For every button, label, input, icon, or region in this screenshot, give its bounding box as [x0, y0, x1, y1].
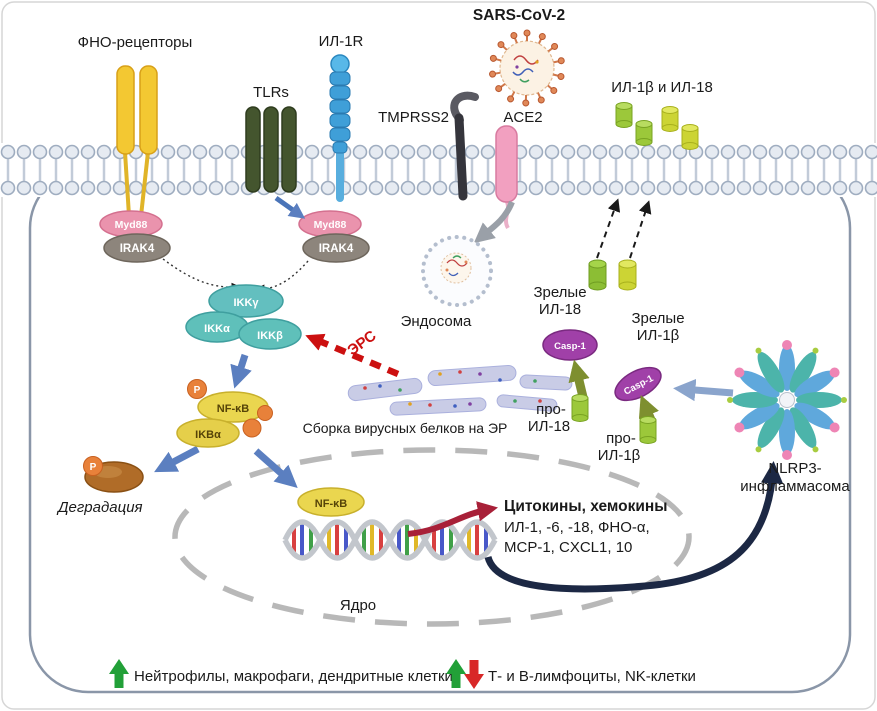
- irak4-signal-dotted-lines: [162, 258, 309, 294]
- secretion-arrows: [596, 198, 652, 259]
- irak4-label: IRAK4: [319, 243, 354, 255]
- feedback-arrow: [484, 461, 784, 593]
- tlr-receptors: [245, 106, 297, 193]
- tnf-receptor: [116, 65, 158, 217]
- caspase1-enzymes: Casp-1 Casp-1: [542, 329, 662, 402]
- tmprss2-label: TMPRSS2: [378, 109, 449, 126]
- mature-il1b-label-2: ИЛ-1β: [637, 327, 680, 344]
- tmprss2-protease: [450, 91, 479, 201]
- mature-cytokine-cylinders: [588, 259, 637, 291]
- il1r-label: ИЛ-1R: [319, 33, 364, 50]
- endoplasmic-reticulum: [347, 364, 573, 416]
- irak4-label: IRAK4: [120, 243, 155, 255]
- nlrp3-label-2: инфламмасома: [740, 478, 850, 495]
- er-viral-protein-dots: [363, 370, 542, 408]
- endosome: [421, 235, 493, 307]
- nfkb-ikba-complex: P NF-κB IKBα: [176, 379, 273, 448]
- legend: Нейтрофилы, макрофаги, дендритные клетки…: [109, 659, 696, 689]
- nucleus: [172, 447, 692, 627]
- legend-item2: Т- и В-лимфоциты, NK-клетки: [488, 668, 696, 685]
- endosome-label: Эндосома: [401, 313, 472, 330]
- ace2-receptor: [495, 125, 518, 230]
- er-stress-arrow: [305, 333, 400, 377]
- phospho-label: P: [194, 385, 201, 396]
- nlrp3-label-1: NLRP3-: [768, 460, 821, 477]
- mature-il18-label-1: Зрелые: [533, 284, 586, 301]
- pro-il18-label-2: ИЛ-18: [528, 418, 570, 435]
- myd88-label: Myd88: [115, 219, 148, 231]
- ikk-alpha-label: IKKα: [204, 323, 230, 335]
- ikk-complex: IKKγ IKKα IKKβ: [185, 284, 302, 350]
- pro-il18-label-1: про-: [536, 401, 566, 418]
- er-stress-label: ЭРС: [344, 327, 379, 359]
- nlrp3-casp1-arrow: [673, 378, 734, 402]
- dna-helix: [282, 519, 498, 561]
- il1r-receptor: [329, 54, 351, 202]
- pro-cytokine-cylinders: [571, 394, 657, 444]
- nucleus-label: Ядро: [340, 597, 376, 614]
- tlr-label: TLRs: [253, 84, 289, 101]
- transcription-arrow: [407, 501, 499, 537]
- degradation-label: Деградация: [56, 499, 143, 516]
- virus-entry-arrow: [473, 200, 515, 244]
- nfkb-label: NF-κB: [315, 498, 347, 510]
- myd88-irak4-complex-right: Myd88 IRAK4: [298, 210, 370, 263]
- tnf-receptor-label: ФНО-рецепторы: [78, 34, 193, 51]
- pro-il1b-label-1: про-: [606, 430, 636, 447]
- sars-cov2-virion: [488, 29, 566, 108]
- cytokines-output-line2: MCP-1, CXCL1, 10: [504, 539, 632, 556]
- ikk-beta-label: IKKβ: [257, 330, 283, 342]
- nfkb-on-dna: NF-κB: [297, 487, 365, 517]
- nlrp3-inflammasome: [727, 340, 847, 460]
- secreted-cytokines-label: ИЛ-1β и ИЛ-18: [611, 79, 713, 96]
- cytokines-output-title: Цитокины, хемокины: [504, 498, 667, 515]
- myd88-irak4-complex-left: Myd88 IRAK4: [99, 210, 171, 263]
- myd88-label: Myd88: [314, 219, 347, 231]
- cytokines-output-line1: ИЛ-1, -6, -18, ФНО-α,: [504, 519, 650, 536]
- nfkb-signal-arrows: [154, 353, 298, 488]
- ikk-gamma-label: IKKγ: [233, 297, 259, 309]
- secreted-cytokine-cylinders: [615, 102, 699, 150]
- er-assembly-label: Сборка вирусных белков на ЭР: [303, 420, 508, 436]
- increase-arrow-icon: [109, 659, 129, 688]
- ikba-label: IKBα: [195, 429, 221, 441]
- ace2-label: ACE2: [503, 109, 542, 126]
- tlr-signal-arrow: [274, 195, 306, 219]
- casp1-label: Casp-1: [554, 341, 586, 352]
- decrease-arrow-icon: [464, 660, 484, 689]
- mature-il18-label-2: ИЛ-18: [539, 301, 581, 318]
- nfkb-label: NF-κB: [217, 403, 249, 415]
- pro-il1b-label-2: ИЛ-1β: [598, 447, 641, 464]
- mature-il1b-label-1: Зрелые: [631, 310, 684, 327]
- phospho-label: P: [90, 462, 97, 473]
- virus-title: SARS-CoV-2: [473, 7, 565, 24]
- degradation-complex: P: [83, 456, 144, 493]
- legend-item1: Нейтрофилы, макрофаги, дендритные клетки: [134, 668, 453, 685]
